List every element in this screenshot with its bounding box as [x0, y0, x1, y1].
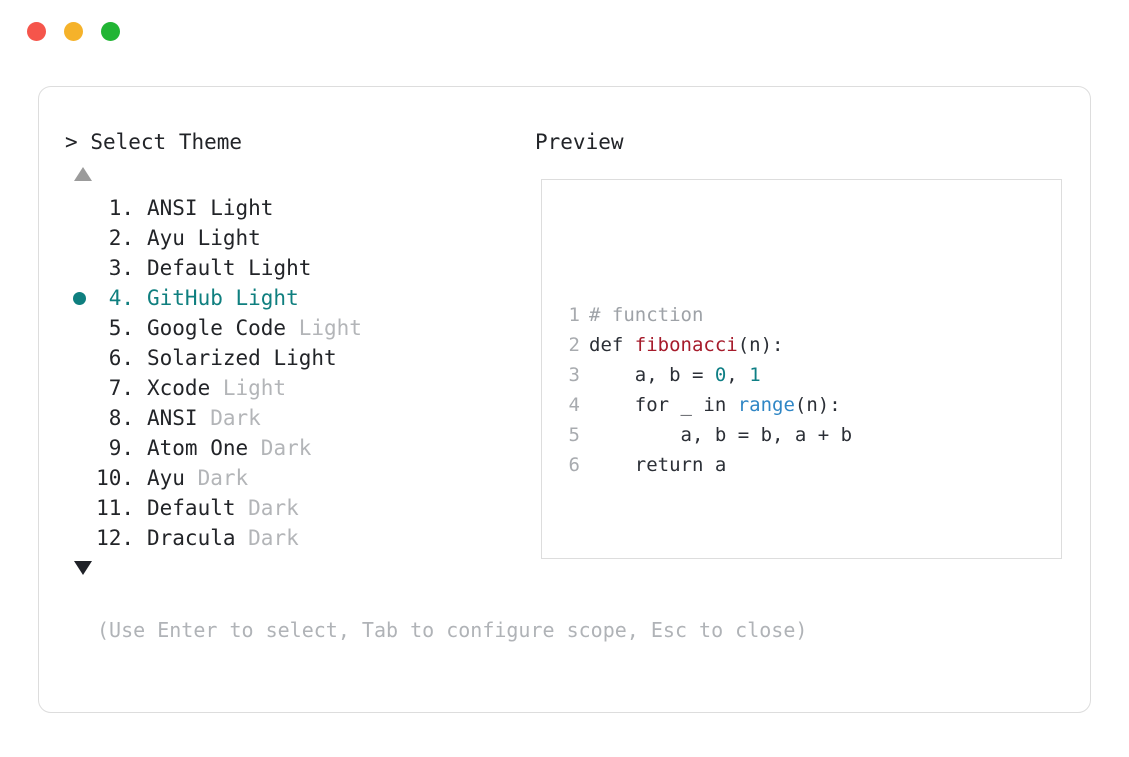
theme-index: 8. [108, 406, 134, 430]
line-number: 4 [568, 394, 580, 416]
theme-name: Ayu [147, 466, 185, 490]
theme-list-item[interactable]: 7. Xcode Light [65, 373, 535, 403]
preview-label: Preview [535, 130, 624, 154]
theme-index: 9. [108, 436, 134, 460]
theme-name: Solarized [147, 346, 261, 370]
theme-variant: Light [197, 196, 274, 220]
theme-index: 10. [96, 466, 134, 490]
theme-name: Default [147, 496, 236, 520]
theme-list-item[interactable]: 2. Ayu Light [65, 223, 535, 253]
theme-index: 2. [108, 226, 134, 250]
code-token: range [737, 394, 795, 416]
keyboard-hint: (Use Enter to select, Tab to configure s… [97, 618, 808, 642]
scroll-down-arrow-icon[interactable] [74, 561, 92, 575]
code-token: a, b = [589, 364, 715, 386]
theme-index: 11. [96, 496, 134, 520]
theme-index: 1. [108, 196, 134, 220]
code-token: return a [589, 454, 727, 476]
theme-variant: Dark [248, 436, 312, 460]
theme-variant: Light [184, 226, 261, 250]
line-number: 6 [568, 454, 580, 476]
theme-name: Atom One [147, 436, 249, 460]
prompt-caret-icon: > [65, 130, 78, 154]
line-number: 5 [568, 424, 580, 446]
theme-list-item[interactable]: 1. ANSI Light [65, 193, 535, 223]
theme-picker-card: > Select Theme 1. ANSI Light 2. Ayu Ligh… [38, 86, 1091, 713]
theme-variant: Light [222, 286, 299, 310]
code-token: a, b = b, a + b [589, 424, 853, 446]
code-token: , [726, 364, 750, 386]
code-token: (n): [737, 334, 784, 356]
theme-name: ANSI [147, 196, 198, 220]
code-line: 3 a, b = 0, 1 [558, 360, 1061, 390]
selection-bullet-slot [65, 291, 93, 305]
line-number: 1 [568, 304, 580, 326]
theme-list-item[interactable]: 3. Default Light [65, 253, 535, 283]
theme-list-item[interactable]: 12. Dracula Dark [65, 523, 535, 553]
code-token: fibonacci [634, 334, 738, 356]
theme-name: Xcode [147, 376, 211, 400]
theme-name: GitHub [147, 286, 223, 310]
theme-list-item[interactable]: 6. Solarized Light [65, 343, 535, 373]
code-line: 5 a, b = b, a + b [558, 420, 1061, 450]
theme-name: Google Code [147, 316, 287, 340]
code-line: 6 return a [558, 450, 1061, 480]
code-spacer [558, 540, 1061, 558]
code-line: 2 def fibonacci(n): [558, 330, 1061, 360]
code-token: 1 [749, 364, 761, 386]
theme-index: 5. [108, 316, 134, 340]
close-button[interactable] [27, 21, 46, 41]
theme-variant: Light [286, 316, 362, 340]
window-titlebar [0, 0, 1129, 62]
prompt-header: > Select Theme [65, 127, 535, 157]
theme-list-item[interactable]: 9. Atom One Dark [65, 433, 535, 463]
code-token: # function [589, 304, 704, 326]
code-line: 4 for _ in range(n): [558, 390, 1061, 420]
theme-list-item[interactable]: 8. ANSI Dark [65, 403, 535, 433]
theme-list-item-selected[interactable]: 4. GitHub Light [65, 283, 535, 313]
page-title: Select Theme [90, 130, 243, 154]
theme-variant: Dark [184, 466, 249, 490]
theme-list-item[interactable]: 5. Google Code Light [65, 313, 535, 343]
theme-index: 6. [108, 346, 134, 370]
theme-index: 7. [108, 376, 134, 400]
code-token: (n): [794, 394, 841, 416]
selected-bullet-icon [73, 291, 86, 305]
theme-list-column: > Select Theme 1. ANSI Light 2. Ayu Ligh… [65, 127, 535, 575]
theme-index: 12. [96, 526, 134, 550]
theme-index: 3. [108, 256, 134, 280]
theme-variant: Light [210, 376, 287, 400]
code-line: 1 # function [558, 300, 1061, 330]
theme-variant: Dark [197, 406, 261, 430]
theme-index: 4. [108, 286, 134, 310]
picker-columns: > Select Theme 1. ANSI Light 2. Ayu Ligh… [65, 127, 1064, 575]
code-token: def [589, 334, 635, 356]
theme-name: Default [147, 256, 236, 280]
theme-variant: Dark [235, 526, 299, 550]
theme-variant: Light [235, 256, 312, 280]
theme-list-item[interactable]: 11. Default Dark [65, 493, 535, 523]
theme-name: ANSI [147, 406, 198, 430]
theme-name: Dracula [147, 526, 236, 550]
zoom-button[interactable] [101, 21, 120, 41]
theme-list-item[interactable]: 10. Ayu Dark [65, 463, 535, 493]
theme-variant: Light [260, 346, 337, 370]
scroll-up-arrow-icon[interactable] [74, 167, 92, 181]
line-number: 2 [568, 334, 580, 356]
minimize-button[interactable] [64, 21, 83, 41]
theme-list[interactable]: 1. ANSI Light 2. Ayu Light 3. Default [65, 193, 535, 553]
code-token: for _ in [589, 394, 738, 416]
theme-variant: Dark [235, 496, 299, 520]
line-number: 3 [568, 364, 580, 386]
code-token: 0 [714, 364, 727, 386]
theme-name: Ayu [147, 226, 185, 250]
